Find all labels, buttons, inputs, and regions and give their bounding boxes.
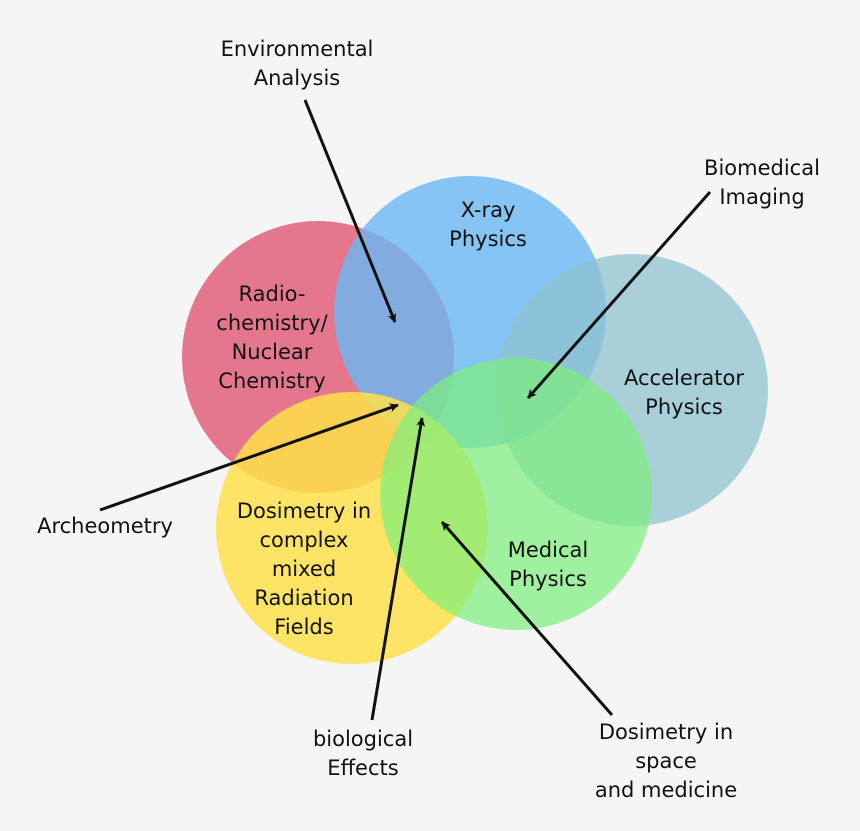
label-archeometry: Archeometry	[37, 514, 173, 538]
label-dosimetry-space: Dosimetry in space and medicine	[594, 720, 738, 802]
label-biomedical-imaging: Biomedical Imaging	[704, 156, 820, 209]
label-xray-physics: X-ray Physics	[449, 198, 527, 251]
arrow-environmental	[303, 99, 397, 323]
label-radiochemistry: Radio- chemistry/ Nuclear Chemistry	[216, 282, 328, 393]
circle-medical-physics	[380, 358, 652, 630]
label-environmental-analysis: Environmental Analysis	[220, 37, 374, 90]
arrow-dosimetry-space	[440, 521, 614, 716]
label-accelerator-physics: Accelerator Physics	[624, 366, 744, 419]
label-biological-effects: biological Effects	[312, 727, 414, 780]
arrow-biological	[370, 417, 426, 721]
label-dosimetry-mixed: Dosimetry in complex mixed Radiation Fie…	[236, 499, 372, 639]
label-medical-physics: Medical Physics	[507, 538, 589, 591]
arrow-biomedical	[526, 191, 712, 399]
arrow-archeometry	[99, 403, 399, 512]
